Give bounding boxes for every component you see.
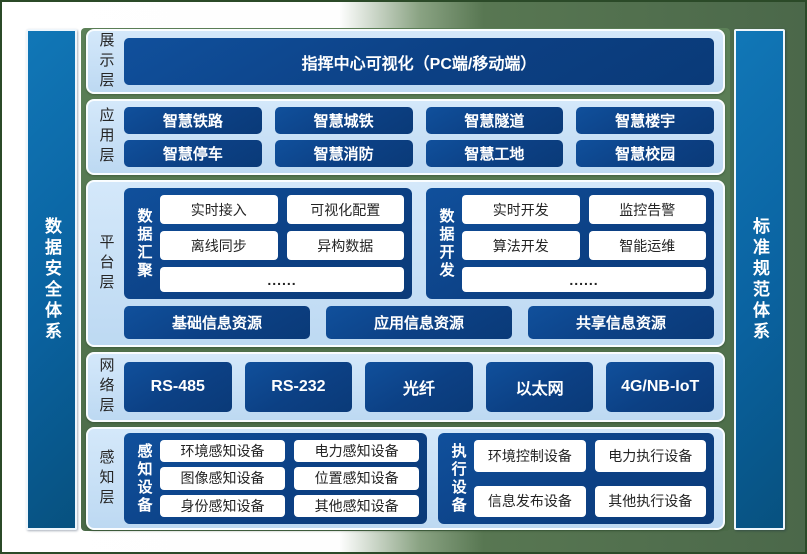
layer-network-labelwrap: 网络层 (88, 354, 124, 420)
pill-location-sensing: 位置感知设备 (294, 467, 420, 490)
layer-stack: 展示层 指挥中心可视化（PC端/移动端） 应用层 智慧铁路 智慧城铁 智慧隧道 … (81, 28, 730, 531)
layer-perception-labelwrap: 感知层 (88, 429, 124, 528)
layer-perception-content: 感知设备 环境感知设备 电力感知设备 图像感知设备 位置感知设备 身份感知设备 … (124, 429, 723, 528)
layer-platform-label: 平台层 (97, 233, 115, 294)
pill-other-sensing: 其他感知设备 (294, 494, 420, 517)
network-box-rs232: RS-232 (244, 362, 353, 412)
pill-identity-sensing: 身份感知设备 (160, 494, 286, 517)
pill-info-publishing: 信息发布设备 (474, 485, 586, 517)
layer-perception-label: 感知层 (97, 448, 115, 509)
app-box-smart-fire: 智慧消防 (274, 140, 413, 167)
layer-perception: 感知层 感知设备 环境感知设备 电力感知设备 图像感知设备 位置感知设备 身份感… (86, 427, 725, 530)
layer-display-content: 指挥中心可视化（PC端/移动端） (124, 31, 723, 92)
layer-application-label: 应用层 (97, 107, 115, 167)
group-execution-devices-label: 执行设备 (449, 442, 467, 515)
resource-shared-info: 共享信息资源 (528, 306, 714, 339)
app-box-smart-tunnel: 智慧隧道 (425, 107, 564, 134)
pill-visual-config: 可视化配置 (286, 195, 404, 224)
group-data-development-label: 数据开发 (437, 207, 455, 280)
group-execution-devices-pills: 环境控制设备 电力执行设备 信息发布设备 其他执行设备 (474, 440, 706, 517)
group-data-aggregation: 数据汇聚 实时接入 可视化配置 离线同步 异构数据 ...... (124, 188, 412, 299)
group-execution-devices: 执行设备 环境控制设备 电力执行设备 信息发布设备 其他执行设备 (438, 433, 714, 524)
layer-display-labelwrap: 展示层 (88, 31, 124, 92)
pill-env-sensing: 环境感知设备 (160, 440, 286, 463)
resource-basic-info: 基础信息资源 (124, 306, 310, 339)
pill-intelligent-ops: 智能运维 (588, 231, 706, 260)
pill-realtime-dev: 实时开发 (462, 195, 580, 224)
network-box-4g-nbiot: 4G/NB-IoT (606, 362, 714, 412)
pill-other-execution: 其他执行设备 (594, 485, 706, 517)
app-box-smart-metro: 智慧城铁 (274, 107, 413, 134)
pillar-standards-label: 标准规范体系 (750, 216, 769, 343)
app-box-smart-building: 智慧楼宇 (576, 107, 714, 134)
pillar-data-security: 数据安全体系 (26, 29, 77, 530)
platform-groups: 数据汇聚 实时接入 可视化配置 离线同步 异构数据 ...... 数据开发 实时… (124, 188, 714, 299)
network-box-fiber: 光纤 (365, 362, 473, 412)
layer-display: 展示层 指挥中心可视化（PC端/移动端） (86, 29, 725, 94)
pill-power-sensing: 电力感知设备 (294, 440, 420, 463)
app-box-smart-campus: 智慧校园 (576, 140, 714, 167)
app-box-smart-railway: 智慧铁路 (124, 107, 262, 134)
layer-application: 应用层 智慧铁路 智慧城铁 智慧隧道 智慧楼宇 智慧停车 智慧消防 智慧工地 智… (86, 99, 725, 175)
group-data-development-pills: 实时开发 监控告警 算法开发 智能运维 ...... (462, 195, 706, 292)
pill-aggregation-more: ...... (160, 267, 404, 292)
layer-application-labelwrap: 应用层 (88, 101, 124, 173)
network-box-ethernet: 以太网 (485, 362, 594, 412)
pill-heterogeneous-data: 异构数据 (286, 231, 404, 260)
layer-network-label: 网络层 (97, 357, 115, 417)
layer-network-content: RS-485 RS-232 光纤 以太网 4G/NB-IoT (124, 354, 723, 420)
layer-platform-content: 数据汇聚 实时接入 可视化配置 离线同步 异构数据 ...... 数据开发 实时… (124, 182, 723, 345)
group-data-development: 数据开发 实时开发 监控告警 算法开发 智能运维 ...... (426, 188, 714, 299)
group-data-aggregation-label: 数据汇聚 (135, 207, 153, 280)
pillar-standards: 标准规范体系 (734, 29, 785, 530)
group-sensing-devices: 感知设备 环境感知设备 电力感知设备 图像感知设备 位置感知设备 身份感知设备 … (124, 433, 428, 524)
pill-monitor-alert: 监控告警 (588, 195, 706, 224)
pill-development-more: ...... (462, 267, 706, 292)
pill-env-control: 环境控制设备 (474, 440, 586, 472)
group-data-aggregation-pills: 实时接入 可视化配置 离线同步 异构数据 ...... (160, 195, 404, 292)
app-box-smart-site: 智慧工地 (425, 140, 564, 167)
layer-display-label: 展示层 (97, 31, 115, 92)
layer-application-content: 智慧铁路 智慧城铁 智慧隧道 智慧楼宇 智慧停车 智慧消防 智慧工地 智慧校园 (124, 101, 723, 173)
layer-network: 网络层 RS-485 RS-232 光纤 以太网 4G/NB-IoT (86, 352, 725, 422)
app-box-smart-parking: 智慧停车 (124, 140, 262, 167)
pill-algorithm-dev: 算法开发 (462, 231, 580, 260)
resource-application-info: 应用信息资源 (326, 306, 512, 339)
command-center-box: 指挥中心可视化（PC端/移动端） (124, 38, 714, 85)
layer-platform: 平台层 数据汇聚 实时接入 可视化配置 离线同步 异构数据 ...... (86, 180, 725, 347)
layer-platform-labelwrap: 平台层 (88, 182, 124, 345)
pill-power-execution: 电力执行设备 (594, 440, 706, 472)
pill-realtime-access: 实时接入 (160, 195, 278, 224)
group-sensing-devices-label: 感知设备 (135, 442, 153, 515)
pillar-data-security-label: 数据安全体系 (42, 216, 61, 343)
pill-offline-sync: 离线同步 (160, 231, 278, 260)
pill-image-sensing: 图像感知设备 (160, 467, 286, 490)
group-sensing-devices-pills: 环境感知设备 电力感知设备 图像感知设备 位置感知设备 身份感知设备 其他感知设… (160, 440, 420, 517)
platform-resources: 基础信息资源 应用信息资源 共享信息资源 (124, 306, 714, 339)
network-box-rs485: RS-485 (124, 362, 232, 412)
